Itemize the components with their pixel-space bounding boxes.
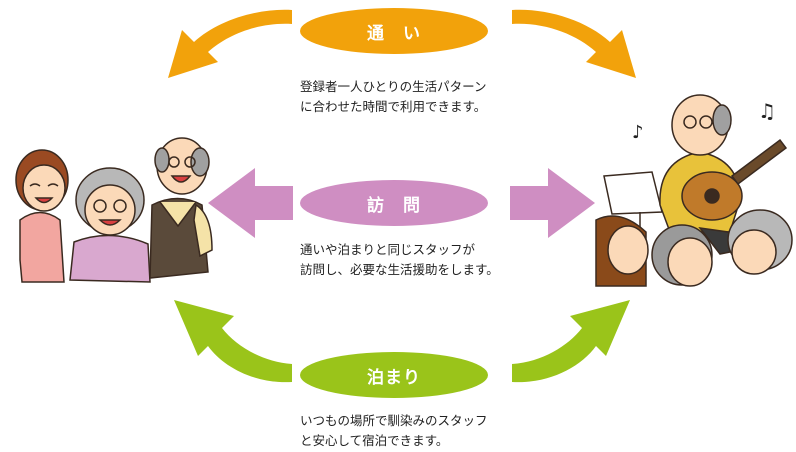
service-label-kayoi: 通 い [300,8,488,54]
service-description-houmon: 通いや泊まりと同じスタッフが 訪問し、必要な生活援助をします。 [300,240,499,280]
service-label-houmon: 訪 問 [300,180,488,226]
description-line: に合わせた時間で利用できます。 [300,99,487,114]
green-arrow-left [174,300,292,383]
family-illustration [15,137,213,283]
description-line: 登録者一人ひとりの生活パターン [300,79,487,94]
description-line: 通いや泊まりと同じスタッフが [300,242,476,257]
service-description-kayoi: 登録者一人ひとりの生活パターン に合わせた時間で利用できます。 [300,77,487,117]
guitar-scene-illustration: ♪ ♫ [595,94,793,287]
orange-arrow-left [168,9,292,78]
service-description-tomari: いつもの場所で馴染みのスタッフ と安心して宿泊できます。 [300,411,488,451]
description-line: 訪問し、必要な生活援助をします。 [300,262,499,277]
svg-text:♫: ♫ [758,99,776,123]
service-label-tomari: 泊まり [300,352,488,398]
svg-text:♪: ♪ [632,122,644,143]
pink-arrow-left [208,168,293,238]
pink-arrow-right [510,168,595,238]
green-arrow-right [512,300,630,383]
description-line: いつもの場所で馴染みのスタッフ [300,413,488,428]
orange-arrow-right [512,9,636,78]
description-line: と安心して宿泊できます。 [300,433,449,448]
